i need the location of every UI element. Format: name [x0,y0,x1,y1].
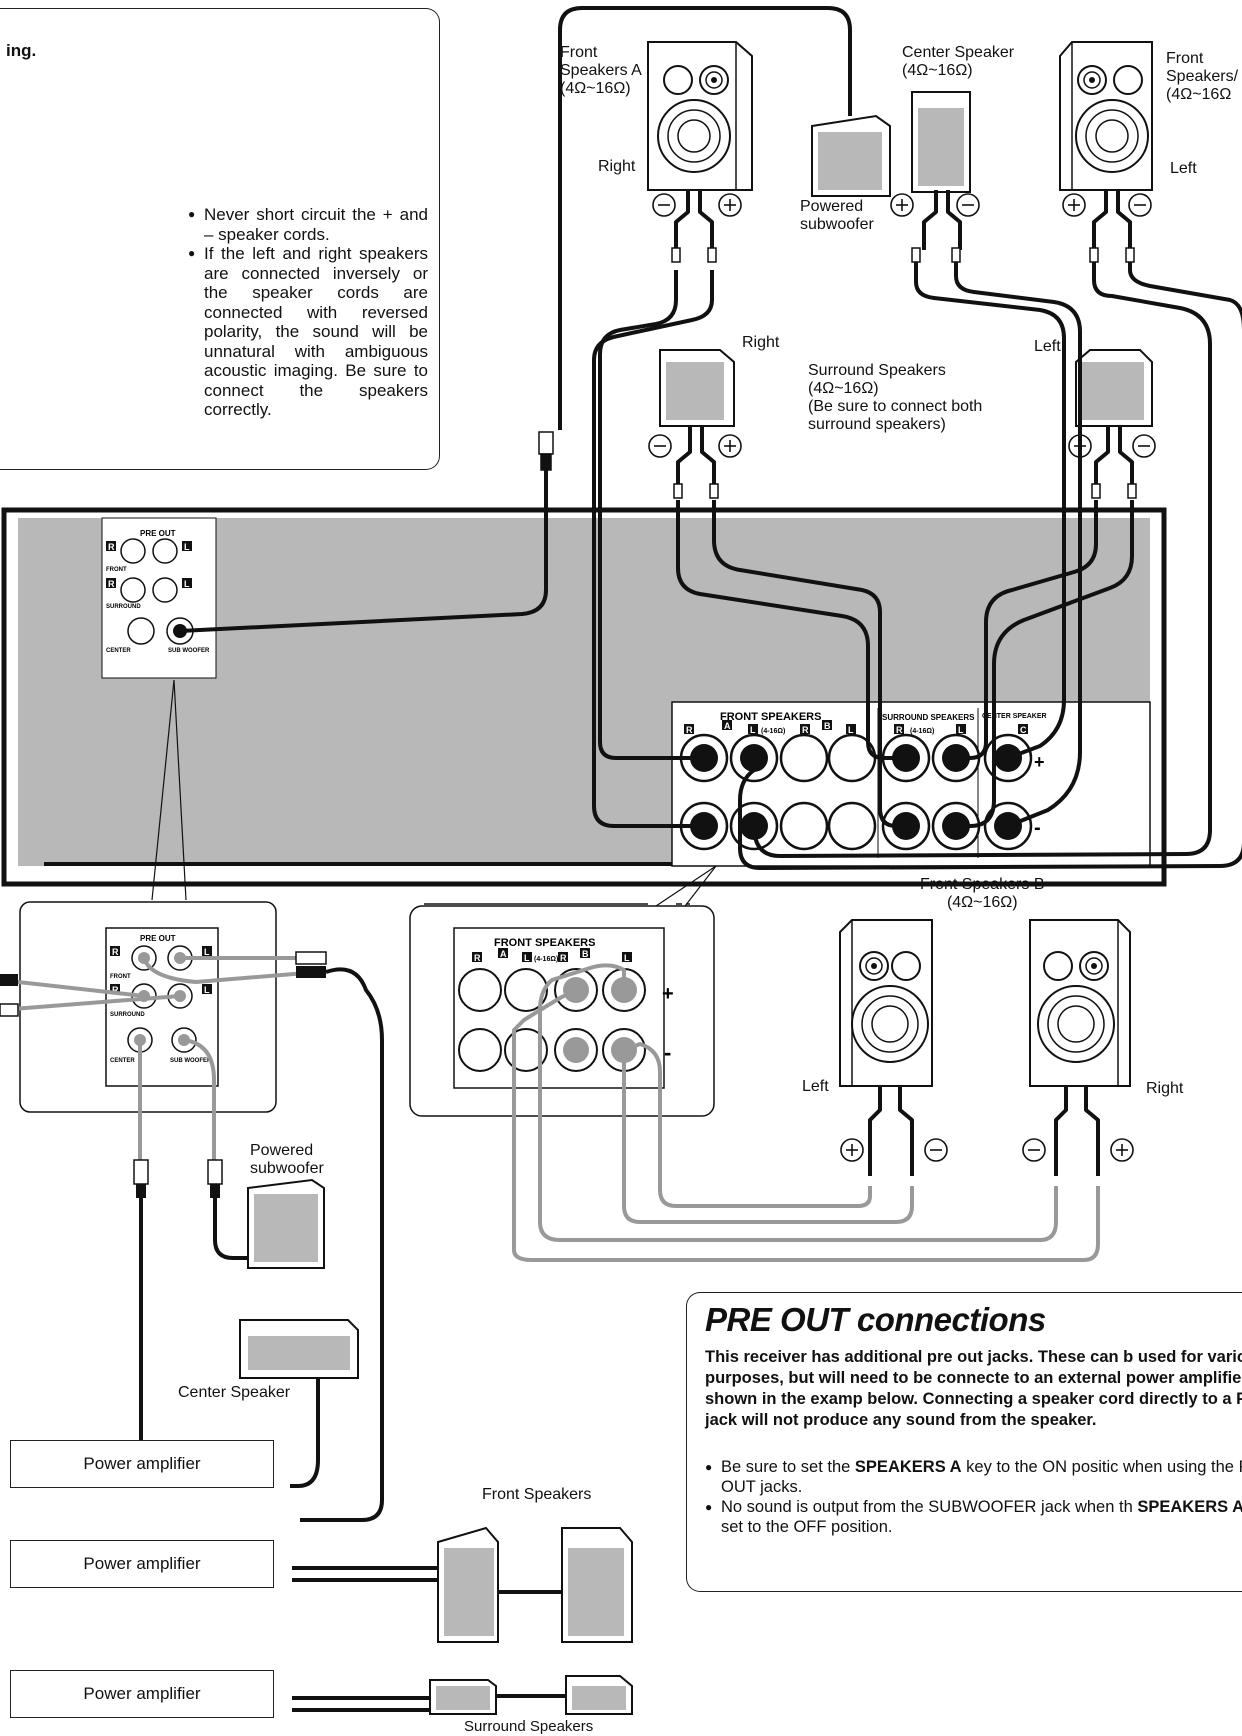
center-speaker-lower [239,1319,359,1488]
pre-out-mini-panel: PRE OUT R L FRONT R L SURROUND CENTER SU… [106,529,210,654]
svg-text:L: L [204,947,210,957]
pre-out-section: PRE OUT connections This receiver has ad… [686,1292,1242,1592]
svg-text:L: L [184,542,190,552]
label-surround-right: Right [742,334,780,351]
front-speakers-magnified: FRONT SPEAKERS R A L (4-16Ω) R B L + - [409,903,715,1117]
svg-text:A: A [500,949,507,959]
speaker-cables [179,6,1242,870]
pre-out-intro: This receiver has additional pre out jac… [705,1348,1242,1429]
svg-text:R: R [112,985,119,995]
polarity-symbols [648,193,1156,458]
label-left: Left [1170,160,1197,177]
pre-out-note: Be sure to set the SPEAKERS A key to the… [705,1457,1242,1497]
svg-text:L: L [184,579,190,589]
svg-text:R: R [802,725,809,735]
svg-text:L: L [624,953,630,963]
surround-speaker-right [659,349,735,427]
svg-text:L: L [204,985,210,995]
svg-text:SURROUND: SURROUND [110,1012,145,1018]
svg-text:SUB WOOFER: SUB WOOFER [170,1058,212,1064]
svg-text:R: R [686,725,693,735]
svg-text:R: R [108,579,115,589]
label-center-speaker: Center Speaker (4Ω~16Ω) [902,44,1015,79]
surround-speaker-left [1075,349,1153,427]
label-front-b-right: Right [1146,1080,1184,1097]
svg-text:SURROUND: SURROUND [106,604,141,610]
pre-out-notes: Be sure to set the SPEAKERS A key to the… [705,1457,1242,1537]
svg-text:R: R [112,947,119,957]
power-amplifier-3: Power amplifier [10,1670,274,1718]
svg-text:R: R [474,953,481,963]
svg-text:(4-16Ω): (4-16Ω) [761,728,785,735]
front-b-cables [512,963,1100,1262]
svg-text:-: - [664,1040,671,1065]
svg-text:+: + [1034,752,1045,772]
svg-text:SUB WOOFER: SUB WOOFER [168,648,210,654]
svg-text:FRONT: FRONT [106,567,127,573]
svg-text:R: R [896,725,903,735]
pre-out-cables [0,956,319,1162]
svg-text:L: L [750,725,756,735]
speaker-terminals: FRONT SPEAKERS SURROUND SPEAKERS CENTER … [679,711,1047,851]
svg-text:FRONT SPEAKERS: FRONT SPEAKERS [494,937,595,949]
label-front-speakers-a-right: Front Speakers A (4Ω~16Ω) [560,44,642,97]
label-lower-center-speaker: Center Speaker [178,1384,291,1401]
label-powered-subwoofer: Powered subwoofer [800,198,874,233]
front-speaker-a-right [647,41,753,191]
label-front-b-left: Left [802,1078,829,1095]
svg-text:FRONT: FRONT [110,974,131,980]
svg-text:B: B [824,721,831,731]
svg-text:R: R [560,953,567,963]
amp-speaker-wiring [292,1526,633,1715]
svg-text:CENTER SPEAKER: CENTER SPEAKER [982,713,1047,720]
svg-text:CENTER: CENTER [106,648,131,654]
callout-lines [151,679,717,911]
power-amplifier-1: Power amplifier [10,1440,274,1488]
label-lower-subwoofer: Powered subwoofer [250,1142,324,1177]
caution-heading: ing. [6,41,37,60]
caution-item: If the left and right speakers are conne… [188,244,428,420]
svg-text:A: A [724,721,731,731]
pre-out-title: PRE OUT connections [705,1301,1046,1338]
caution-list: Never short circuit the + and – speaker … [188,205,428,420]
svg-text:CENTER: CENTER [110,1058,135,1064]
power-amplifier-2: Power amplifier [10,1540,274,1588]
caution-item: Never short circuit the + and – speaker … [188,205,428,244]
label-surround-left: Left [1034,338,1061,355]
pre-out-note: No sound is output from the SUBWOOFER ja… [705,1497,1242,1537]
svg-text:SURROUND SPEAKERS: SURROUND SPEAKERS [882,713,975,722]
svg-text:L: L [524,953,530,963]
svg-text:+: + [662,983,674,1005]
rca-plugs [0,951,384,1522]
label-right: Right [598,158,636,175]
svg-text:(4-16Ω): (4-16Ω) [910,728,934,735]
label-front-speakers-a-left: Front Speakers/ (4Ω~16Ω [1166,50,1239,103]
svg-text:PRE OUT: PRE OUT [140,934,176,943]
svg-text:L: L [848,725,854,735]
front-speaker-a-left [1059,41,1153,191]
svg-text:L: L [958,725,964,735]
powered-subwoofer-lower [247,1178,325,1269]
svg-text:FRONT SPEAKERS: FRONT SPEAKERS [720,711,821,723]
front-speaker-b-right [1029,919,1131,1087]
powered-subwoofer-top [811,114,891,197]
label-surround-speakers-lower: Surround Speakers [464,1718,594,1735]
center-speaker [911,91,971,193]
front-b-polarity [840,1138,1134,1162]
svg-text:C: C [1020,725,1027,735]
svg-text:B: B [582,949,589,959]
front-speaker-b-left [839,919,933,1087]
label-front-speakers-b: Front Speakers B (4Ω~16Ω) [920,876,1045,911]
svg-text:(4-16Ω): (4-16Ω) [534,956,558,963]
caution-box: ing. Never short circuit the + and – spe… [0,8,440,470]
label-front-speakers: Front Speakers [482,1486,592,1503]
label-surround-speakers: Surround Speakers (4Ω~16Ω) (Be sure to c… [808,362,983,433]
pre-out-label: PRE OUT [140,529,176,538]
svg-text:-: - [1034,817,1041,839]
cable-plugs [538,247,1137,510]
svg-text:R: R [108,542,115,552]
